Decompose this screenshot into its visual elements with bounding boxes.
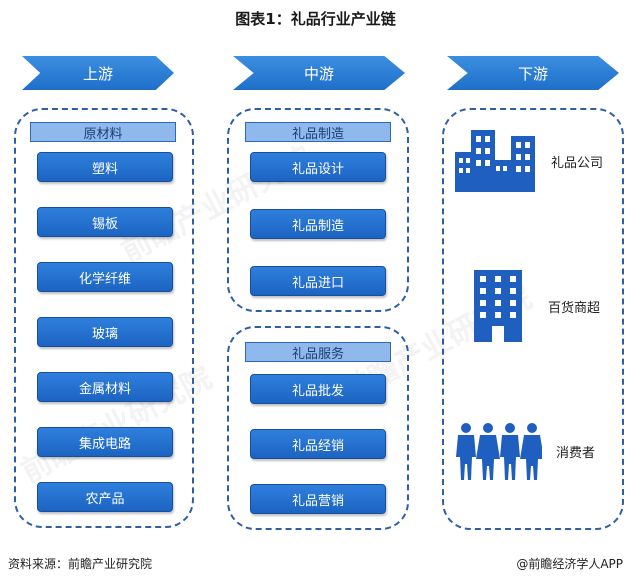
- downstream-item: 礼品公司: [455, 130, 603, 192]
- upstream-item: 集成电路: [37, 427, 173, 457]
- midstream-item: 礼品营销: [250, 484, 386, 514]
- upstream-panel: [14, 108, 194, 528]
- midstream-item: 礼品经销: [250, 429, 386, 459]
- downstream-label: 礼品公司: [551, 155, 604, 171]
- downstream-item: 消费者: [456, 422, 595, 480]
- gift-services-panel: [227, 326, 409, 530]
- upstream-item: 化学纤维: [37, 262, 173, 292]
- stage-upstream-arrow: 上游: [22, 56, 174, 90]
- midstream-item: 礼品制造: [250, 209, 386, 239]
- stage-upstream-label: 上游: [82, 64, 113, 83]
- upstream-item: 锡板: [37, 207, 173, 237]
- midstream-item: 礼品批发: [250, 374, 386, 404]
- stage-downstream-label: 下游: [517, 64, 548, 83]
- raw-materials-header: 原材料: [30, 122, 176, 142]
- stage-downstream-arrow: 下游: [447, 56, 619, 90]
- downstream-label: 百货商超: [548, 300, 601, 316]
- upstream-item: 农产品: [37, 482, 173, 512]
- chart-title: 图表1：礼品行业产业链: [235, 10, 396, 28]
- upstream-item: 金属材料: [37, 372, 173, 402]
- office-buildings-icon: [455, 130, 535, 192]
- department-store-building-icon: [474, 270, 522, 342]
- upstream-item: 玻璃: [37, 317, 173, 347]
- brand-credit: @前瞻经济学人APP: [516, 557, 623, 571]
- gift-manufacturing-panel: [227, 108, 409, 312]
- stage-midstream-label: 中游: [303, 64, 334, 83]
- midstream-item: 礼品进口: [250, 266, 386, 296]
- source-note: 资料来源：前瞻产业研究院: [8, 557, 153, 571]
- downstream-item: 百货商超: [474, 270, 600, 342]
- downstream-label: 消费者: [556, 445, 596, 461]
- gift-manufacturing-header: 礼品制造: [245, 122, 391, 142]
- stage-midstream-arrow: 中游: [233, 56, 405, 90]
- downstream-panel: [442, 108, 624, 530]
- midstream-item: 礼品设计: [250, 152, 386, 182]
- consumers-people-icon: [456, 423, 542, 480]
- gift-services-header: 礼品服务: [245, 342, 391, 362]
- upstream-item: 塑料: [37, 152, 173, 182]
